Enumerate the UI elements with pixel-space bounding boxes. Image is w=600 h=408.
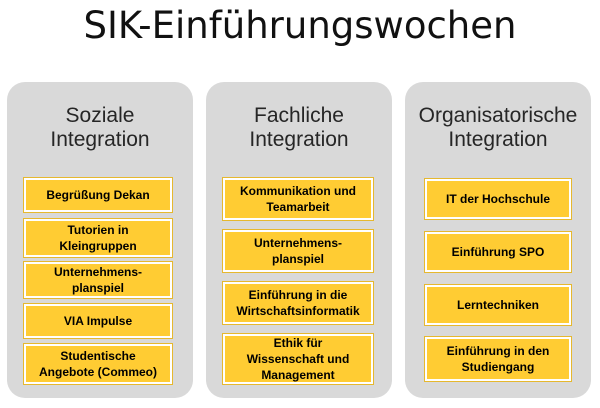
item-label: planspiel: [71, 281, 124, 295]
column-fachliche-integration: Fachliche Integration Kommunikation und …: [206, 82, 392, 398]
item-label: planspiel: [271, 252, 324, 266]
item-label: Kleingruppen: [59, 239, 137, 253]
item-label: Wirtschaftsinformatik: [236, 304, 360, 318]
item-box: Einführung in den Studiengang: [425, 337, 571, 381]
item-box: Einführung in die Wirtschaftsinformatik: [223, 282, 373, 324]
item-box: Studentische Angebote (Commeo): [24, 344, 172, 384]
item-label: Wissenschaft und: [246, 352, 350, 366]
column-soziale-integration: Soziale Integration Begrüßung Dekan Tuto…: [7, 82, 193, 398]
item-label: Teamarbeit: [266, 200, 330, 214]
item-label: Management: [261, 368, 335, 382]
item-box: IT der Hochschule: [425, 179, 571, 219]
item-box: Unternehmens- planspiel: [223, 230, 373, 272]
item-box: Tutorien in Kleingruppen: [24, 219, 172, 257]
column-title-line: Soziale: [65, 104, 135, 127]
item-label: Begrüßung Dekan: [46, 188, 150, 202]
item-box: Ethik für Wissenschaft und Management: [223, 334, 373, 384]
column-title-line: Organisatorische: [418, 104, 578, 127]
item-box: Kommunikation und Teamarbeit: [223, 178, 373, 220]
column-title-line: Integration: [249, 128, 349, 151]
item-label: Angebote (Commeo): [39, 365, 157, 379]
column-organisatorische-integration: Organisatorische Integration IT der Hoch…: [405, 82, 591, 398]
column-title-line: Fachliche: [254, 104, 344, 127]
item-box: Lerntechniken: [425, 285, 571, 325]
column-title-line: Integration: [448, 128, 548, 151]
item-label: Einführung SPO: [451, 245, 545, 259]
column-title: Fachliche Integration: [206, 104, 392, 152]
item-box: Unternehmens- planspiel: [24, 262, 172, 298]
diagram-title: SIK-Einführungswochen: [83, 4, 517, 47]
item-label: Ethik für: [273, 336, 323, 350]
item-label: Unternehmens-: [53, 265, 142, 279]
column-title-line: Integration: [50, 128, 150, 151]
column-title: Soziale Integration: [7, 104, 193, 152]
item-label: Lerntechniken: [456, 298, 540, 312]
item-box: Einführung SPO: [425, 232, 571, 272]
item-box: Begrüßung Dekan: [24, 178, 172, 212]
item-label: Unternehmens-: [253, 236, 342, 250]
item-label: Studiengang: [461, 360, 535, 374]
item-box: VIA Impulse: [24, 304, 172, 338]
item-label: Studentische: [60, 349, 136, 363]
item-label: Kommunikation und: [240, 184, 356, 198]
item-label: Einführung in die: [248, 288, 348, 302]
item-label: Tutorien in: [67, 223, 129, 237]
item-label: Einführung in den: [446, 344, 550, 358]
column-title: Organisatorische Integration: [405, 104, 591, 152]
item-label: VIA Impulse: [63, 314, 133, 328]
item-label: IT der Hochschule: [445, 192, 551, 206]
